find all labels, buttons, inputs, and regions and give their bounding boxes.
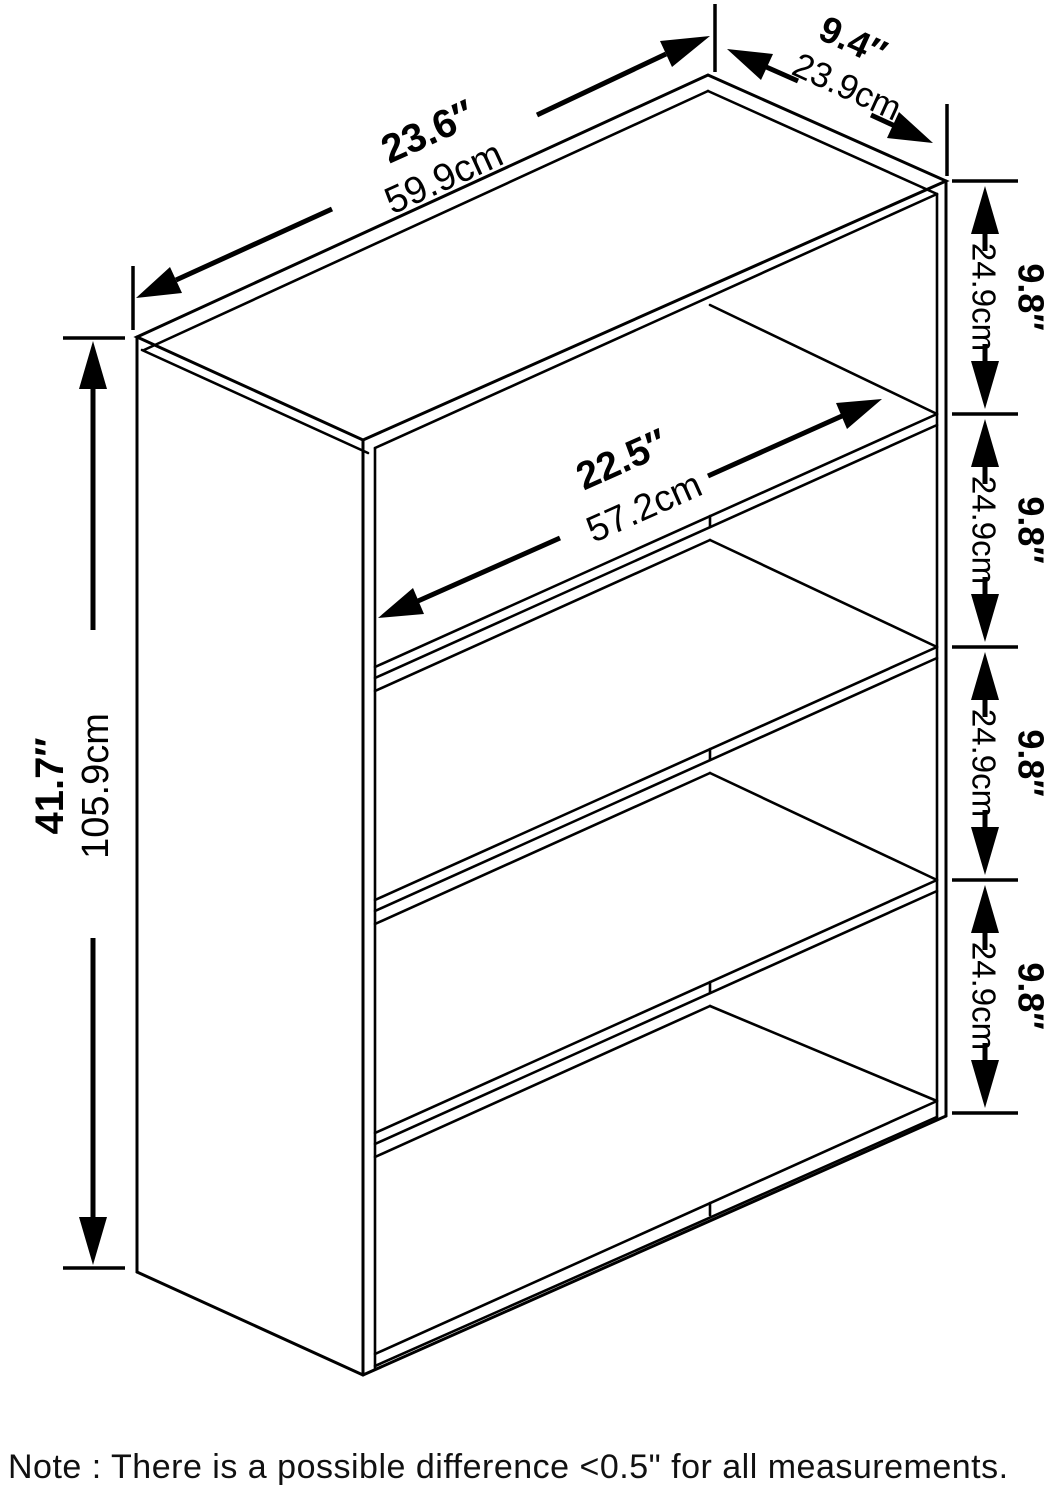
- shelf-spacing-dimension-4: 24.9cm 9.8″: [966, 885, 1051, 1108]
- spacing-2-inches-label: 9.8″: [1011, 496, 1051, 563]
- height-cm-label: 105.9cm: [75, 713, 117, 859]
- bottom-board: [373, 1004, 939, 1368]
- front-top-inner-edge: [373, 192, 939, 450]
- left-panel-top-inner-edge: [140, 348, 370, 455]
- spacing-4-inches-label: 9.8″: [1011, 962, 1051, 1029]
- spacing-3-cm-label: 24.9cm: [966, 709, 1003, 817]
- bookcase-line-drawing: [133, 73, 950, 1377]
- shelf-spacing-dimension-2: 24.9cm 9.8″: [966, 419, 1051, 642]
- depth-arrowhead-left: [727, 49, 773, 80]
- width-dim-line-right: [535, 51, 668, 118]
- inner-width-dim-line-right: [706, 413, 844, 479]
- top-board-inner-right-edge: [706, 89, 939, 196]
- width-arrowhead-left: [136, 267, 182, 298]
- spacing-2-cm-label: 24.9cm: [966, 476, 1003, 584]
- spacing-3-inches-label: 9.8″: [1011, 729, 1051, 796]
- bottom-front-edge: [361, 1114, 948, 1377]
- width-dimension: 23.6″ 59.9cm: [131, 4, 717, 330]
- inner-width-arrowhead-right: [836, 399, 882, 429]
- depth-dimension: 9.4″ 23.9cm: [727, 8, 949, 176]
- spacing-1-cm-label: 24.9cm: [966, 243, 1003, 351]
- depth-dim-line-left: [762, 63, 800, 84]
- bottom-board-wall-line: [708, 1004, 939, 1103]
- left-panel-bottom-edge: [135, 1270, 365, 1377]
- height-arrowhead-up: [79, 341, 107, 389]
- spacing-4-cm-label: 24.9cm: [966, 942, 1003, 1050]
- height-dimension: 41.7″ 105.9cm: [28, 336, 125, 1270]
- spacing-1-inches-label: 9.8″: [1011, 263, 1051, 330]
- shelf-1-wall-line: [708, 303, 939, 416]
- top-face: [133, 73, 950, 442]
- width-arrowhead-right: [660, 36, 710, 67]
- depth-arrowhead-right: [887, 112, 933, 143]
- shelf-spacing-dimension-3: 24.9cm 9.8″: [966, 652, 1051, 875]
- shelf-2: [373, 538, 939, 926]
- height-arrowhead-down: [79, 1217, 107, 1265]
- width-dim-line-left: [174, 206, 334, 283]
- depth-dim-line-right: [869, 112, 897, 129]
- shelf-spacing-dimension-1: 24.9cm 9.8″: [966, 186, 1051, 409]
- inner-width-dim-line-left: [416, 535, 562, 604]
- shelf-2-wall-line: [708, 538, 939, 649]
- measurement-note: Note : There is a possible difference <0…: [8, 1448, 1009, 1486]
- shelf-spacing-ticks: [952, 179, 1018, 1115]
- shelf-1: [373, 303, 939, 693]
- shelf-3: [373, 771, 939, 1159]
- inner-width-arrowhead-left: [378, 588, 424, 618]
- top-board-inner-left-edge: [142, 89, 710, 352]
- height-inches-label: 41.7″: [28, 737, 72, 834]
- shelf-3-wall-line: [708, 771, 939, 882]
